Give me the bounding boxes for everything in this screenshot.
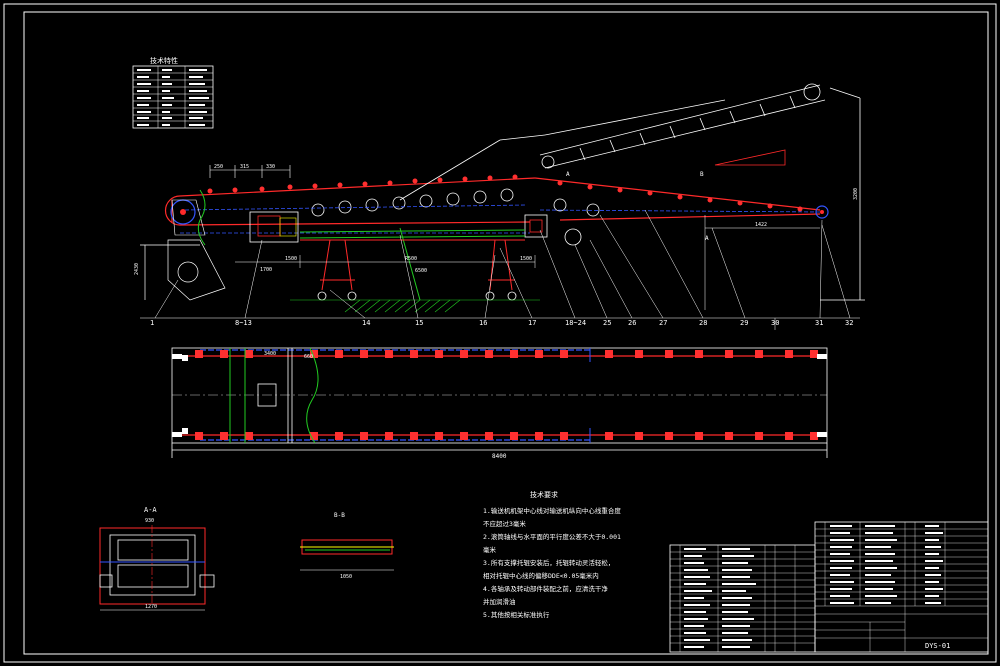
callout-25: 25 [603, 319, 611, 327]
callout-8-13: 8~13 [235, 319, 252, 327]
callout-27: 27 [659, 319, 667, 327]
requirement-line-3: 2.滚筒轴线与水平面的平行度公差不大于0.001 [483, 532, 621, 541]
dim-1700: 1700 [260, 267, 272, 273]
dim-1500b: 1500 [520, 256, 532, 262]
requirement-line-9: 5.其他按相关标准执行 [483, 610, 550, 619]
dim-660: 660 [304, 354, 313, 360]
outer-frame [3, 3, 997, 663]
section-aa: A-A 930 1270 [99, 506, 215, 611]
callout-14: 14 [362, 319, 370, 327]
section-bb: B-B 1050 [300, 512, 394, 580]
section-bb-dim: 1050 [340, 574, 352, 580]
drive-unit [249, 211, 299, 243]
requirement-line-7: 4.各轴承及转动部件装配之前，应清洗干净 [483, 584, 608, 593]
dim-330: 330 [266, 164, 275, 170]
callout-15: 15 [415, 319, 423, 327]
dim-250: 250 [214, 164, 223, 170]
dim-315: 315 [240, 164, 249, 170]
section-mark-a: A [566, 171, 570, 178]
technical-requirements: 技术要求 1.输送机机架中心线对输送机纵向中心线重合度 不应超过3毫米 2.滚筒… [483, 490, 621, 619]
callout-30: 30 [771, 319, 779, 327]
tech-spec-title: 技术特性 [150, 56, 178, 65]
drawing-number: DYS-01 [925, 642, 950, 650]
section-aa-dim-top: 930 [145, 518, 154, 524]
head-pulley [170, 199, 206, 236]
dim-3200: 3200 [853, 188, 859, 200]
section-aa-dim-bottom: 1270 [145, 604, 157, 610]
callout-18-24: 18~24 [565, 319, 586, 327]
callout-29: 29 [740, 319, 748, 327]
callout-31: 31 [815, 319, 823, 327]
requirement-line-2: 不应超过3毫米 [483, 519, 526, 528]
section-aa-title: A-A [144, 506, 157, 514]
tail-pulley [815, 205, 829, 219]
requirement-line-5: 3.所有支撑托辊安装后，托辊转动灵活轻松， [483, 558, 614, 567]
tech-spec-table: 技术特性 [132, 56, 214, 129]
tension-unit [524, 214, 582, 246]
callout-17: 17 [528, 319, 536, 327]
requirement-line-1: 1.输送机机架中心线对输送机纵向中心线重合度 [483, 506, 621, 515]
requirement-line-4: 毫米 [483, 545, 497, 554]
requirement-line-8: 并加润滑油 [483, 597, 516, 606]
dim-1422: 1422 [755, 222, 767, 228]
callout-26: 26 [628, 319, 636, 327]
inner-frame [23, 11, 989, 655]
dim-2430: 2430 [134, 263, 140, 275]
dim-1500: 1500 [285, 256, 297, 262]
dim-r500: R500 [405, 256, 417, 262]
requirement-line-6: 相对托辊中心线的偏移DDE<0.05毫米内 [483, 571, 599, 580]
elevation-view: 250 315 330 [134, 83, 865, 330]
plan-view: 3400 660 8400 [171, 347, 828, 460]
dim-3400: 3400 [264, 351, 276, 357]
callout-16: 16 [479, 319, 487, 327]
section-mark-b: B [700, 171, 704, 178]
callout-28: 28 [699, 319, 707, 327]
dim-6500: 6500 [415, 268, 427, 274]
callout-32: 32 [845, 319, 853, 327]
inclined-section [399, 83, 865, 301]
requirements-title: 技术要求 [530, 490, 558, 499]
section-bb-title: B-B [334, 512, 345, 519]
callout-1: 1 [150, 319, 154, 327]
section-mark-a2: A [705, 235, 709, 242]
title-block: DYS-01 [669, 521, 989, 653]
dim-8400: 8400 [492, 453, 507, 460]
